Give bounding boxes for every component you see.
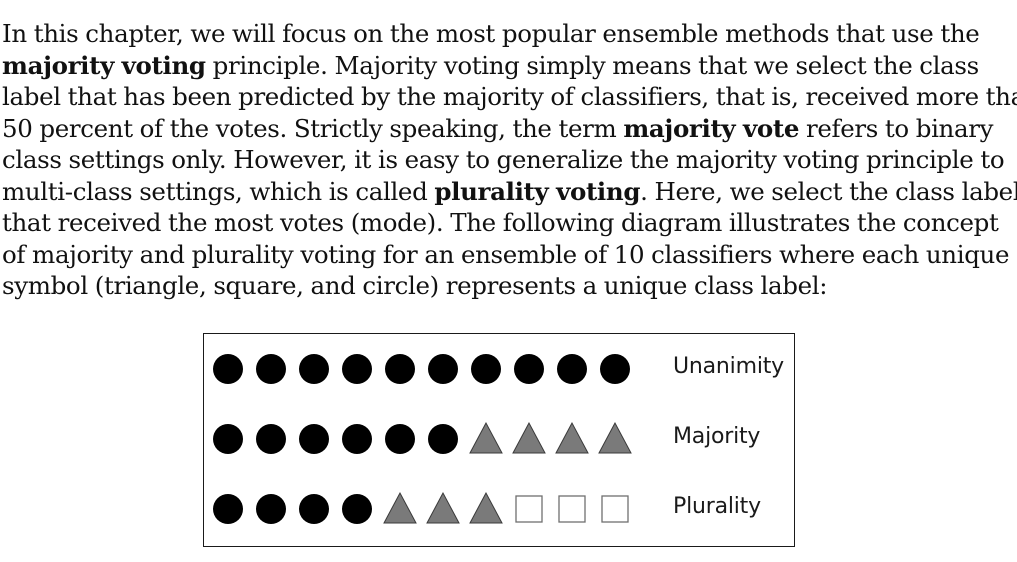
triangle-symbol — [555, 421, 589, 454]
paragraph-line: 50 percent of the votes. Strictly speaki… — [2, 113, 1014, 145]
circle-symbol — [299, 494, 329, 524]
square-symbol — [601, 495, 629, 523]
body-paragraph: In this chapter, we will focus on the mo… — [2, 18, 1017, 302]
paragraph-line: In this chapter, we will focus on the mo… — [2, 18, 1014, 50]
circle-symbol — [471, 354, 501, 384]
voting-symbols — [213, 354, 632, 524]
circle-symbol — [385, 424, 415, 454]
bold-term: majority voting — [2, 50, 206, 80]
circle-symbol — [600, 354, 630, 384]
bold-term: majority vote — [623, 113, 800, 143]
row-label-majority: Majority — [673, 424, 761, 449]
paragraph-line: class settings only. However, it is easy… — [2, 144, 1014, 176]
paragraph-line: of majority and plurality voting for an … — [2, 239, 1014, 271]
circle-symbol — [428, 424, 458, 454]
text-run: principle. Majority voting simply means … — [205, 50, 980, 80]
text-run: 50 percent of the votes. Strictly speaki… — [2, 113, 624, 143]
paragraph-line: multi-class settings, which is called pl… — [2, 176, 1017, 208]
square-symbol — [515, 495, 543, 523]
circle-symbol — [342, 354, 372, 384]
voting-diagram: Unanimity Majority Plurality — [203, 333, 795, 547]
circle-symbol — [514, 354, 544, 384]
triangle-symbol — [469, 491, 503, 524]
triangle-symbol — [512, 421, 546, 454]
text-run: that received the most votes (mode). The… — [2, 208, 999, 237]
paragraph-line: symbol (triangle, square, and circle) re… — [2, 270, 1014, 302]
text-run: In this chapter, we will focus on the mo… — [2, 19, 980, 48]
text-run: of majority and plurality voting for an … — [2, 239, 1010, 269]
bold-term: plurality voting — [434, 176, 641, 206]
text-run: . Here, we select the class label — [640, 176, 1017, 206]
row-label-unanimity: Unanimity — [673, 354, 784, 379]
circle-symbol — [256, 494, 286, 524]
text-run: symbol (triangle, square, and circle) re… — [2, 271, 828, 300]
circle-symbol — [342, 424, 372, 454]
circle-symbol — [256, 354, 286, 384]
circle-symbol — [385, 354, 415, 384]
circle-symbol — [299, 424, 329, 454]
triangle-symbol — [469, 421, 503, 454]
text-run: class settings only. However, it is easy… — [2, 145, 1005, 174]
circle-symbol — [213, 424, 243, 454]
circle-symbol — [557, 354, 587, 384]
circle-symbol — [213, 494, 243, 524]
triangle-symbol — [426, 491, 460, 524]
paragraph-line: majority voting principle. Majority voti… — [2, 50, 1014, 82]
triangle-symbol — [598, 421, 632, 454]
text-run: refers to binary — [799, 113, 994, 143]
paragraph-line: label that has been predicted by the maj… — [2, 81, 1017, 113]
text-run: label that has been predicted by the maj… — [2, 82, 1017, 111]
circle-symbol — [256, 424, 286, 454]
triangle-symbol — [383, 491, 417, 524]
circle-symbol — [299, 354, 329, 384]
circle-symbol — [213, 354, 243, 384]
row-label-plurality: Plurality — [673, 494, 761, 519]
square-symbol — [558, 495, 586, 523]
text-run: multi-class settings, which is called — [2, 176, 435, 206]
paragraph-line: that received the most votes (mode). The… — [2, 207, 1014, 239]
circle-symbol — [428, 354, 458, 384]
circle-symbol — [342, 494, 372, 524]
